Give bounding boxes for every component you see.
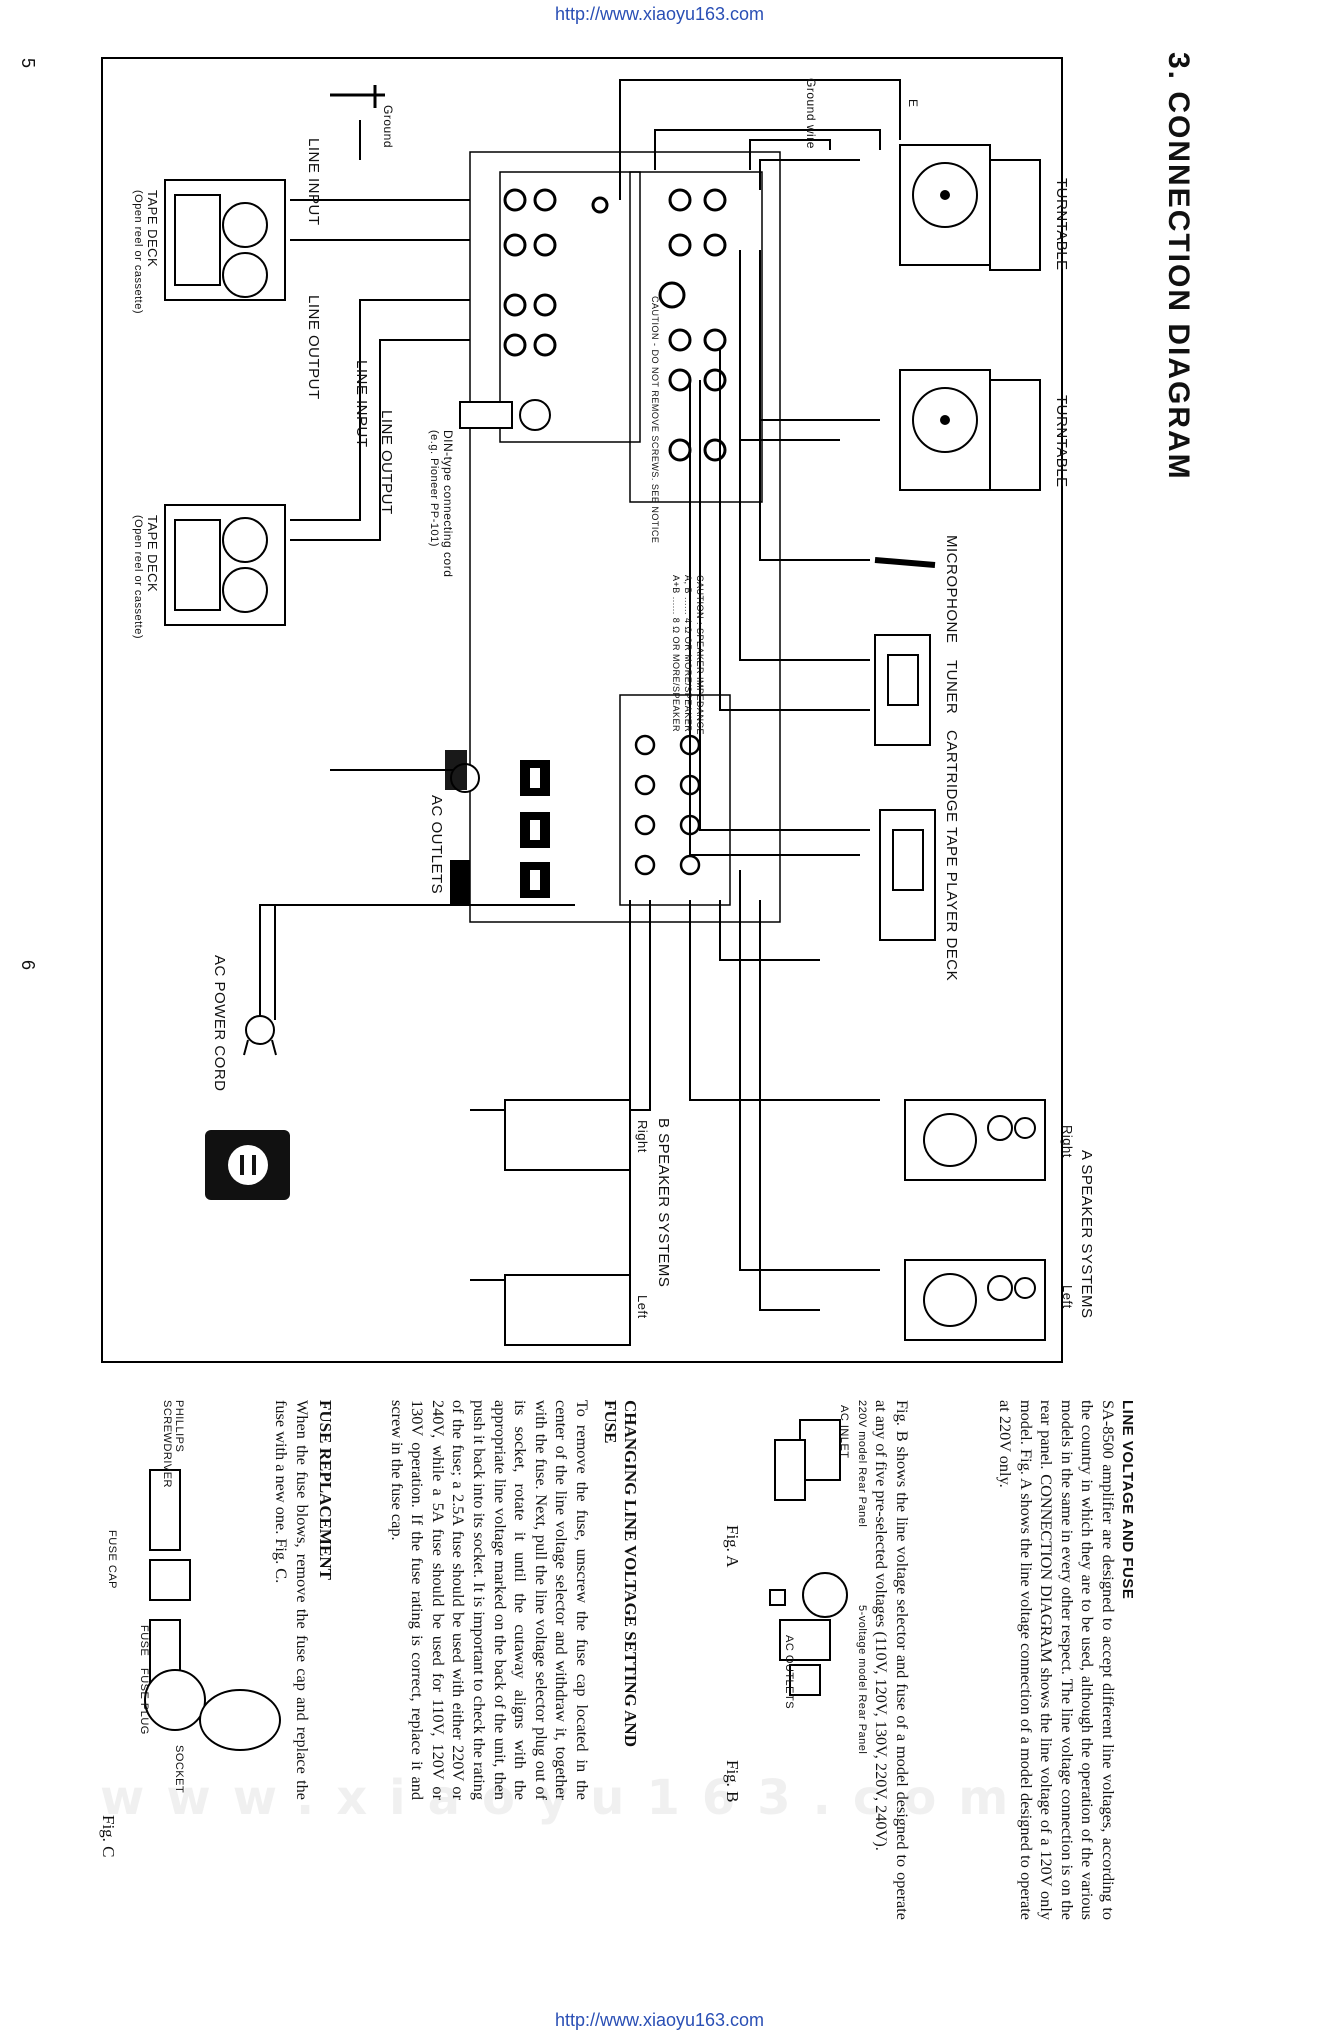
- fig-c-label: Fig. C: [99, 1815, 118, 1858]
- a-right-label: Right: [1060, 1125, 1075, 1158]
- tape-deck-2-label: TAPE DECK: [145, 515, 160, 593]
- socket-label: SOCKET: [173, 1745, 185, 1794]
- caution-label: CAUTION - DO NOT REMOVE SCREWS. SEE NOTI…: [650, 296, 660, 544]
- ac-outlets-label: AC OUTLETS: [428, 795, 445, 895]
- fig-a-label: Fig. A: [723, 1525, 742, 1568]
- turntable-2-label: TURNTABLE: [1053, 395, 1070, 488]
- fuse-replacement-body: When the fuse blows, remove the fuse cap…: [272, 1400, 312, 1800]
- wall-outlet-icon: [205, 1130, 290, 1200]
- ac-power-cord-label: AC POWER CORD: [211, 955, 228, 1092]
- fuse-plug-label: FUSE PLUG: [138, 1668, 150, 1735]
- tuner-label: TUNER: [943, 660, 960, 715]
- line-voltage-body-2: Fig. B shows the line voltage selector a…: [872, 1400, 912, 1920]
- line-voltage-heading: LINE VOLTAGE AND FUSE: [1119, 1400, 1136, 1600]
- watermark-text: www.xiaoyu163.com: [100, 1770, 1031, 1826]
- line-input-1-label: LINE INPUT: [305, 138, 322, 226]
- ground-label: Ground: [381, 105, 395, 149]
- tape-deck-1-sub: (Open reel or cassette): [132, 190, 144, 314]
- plug-prongs: [445, 750, 470, 905]
- ground-post: [330, 85, 385, 108]
- connection-wires: [259, 79, 901, 1311]
- speaker-caution-ab: A+B ...... 8 Ω OR MORE/SPEAKER: [671, 575, 681, 733]
- speaker-caution: CAUTION : SPEAKER IMPEDANCE: [695, 575, 705, 736]
- footer-url[interactable]: http://www.xiaoyu163.com: [554, 2010, 765, 2030]
- microphone-label: MICROPHONE: [943, 535, 960, 644]
- b-right-label: Right: [635, 1120, 650, 1153]
- fig-b-ac-outlets: AC OUTLETS: [783, 1635, 795, 1710]
- tape-deck-2: [164, 504, 286, 626]
- din-cord-sub: (e.g. Pioneer PP-101): [428, 430, 440, 547]
- microphone-icon: [874, 557, 936, 568]
- tape-deck-1: [164, 179, 286, 301]
- amplifier-rear-panel: [469, 151, 781, 923]
- turntable-2: [899, 369, 1041, 491]
- line-output-1-label: LINE OUTPUT: [305, 295, 322, 400]
- speaker-caution-a: A, B ...... 4 Ω OR MORE/SPEAKER: [683, 575, 693, 733]
- fig-c-drawing: [144, 1469, 281, 1751]
- fuse-label: FUSE: [138, 1625, 150, 1657]
- fig-a-caption: 220V model Rear Panel: [856, 1400, 868, 1528]
- a-left-label: Left: [1060, 1285, 1075, 1309]
- turntable-1: [899, 144, 1041, 271]
- input-jacks: [503, 188, 727, 462]
- tape-deck-2-sub: (Open reel or cassette): [132, 515, 144, 639]
- header-url[interactable]: http://www.xiaoyu163.com: [554, 4, 765, 24]
- line-voltage-body: SA-8500 amplifier are designed to accept…: [996, 1400, 1118, 1920]
- b-speakers-label: B SPEAKER SYSTEMS: [655, 1118, 672, 1288]
- changing-heading: CHANGING LINE VOLTAGE SETTING AND FUSE: [601, 1400, 640, 1747]
- fig-a-ac-inlet: AC INLET: [838, 1405, 850, 1459]
- cartridge-label: CARTRIDGE TAPE PLAYER DECK: [943, 730, 960, 982]
- fig-a-drawing: [774, 1419, 841, 1501]
- din-connector: [459, 399, 551, 431]
- turntable-1-label: TURNTABLE: [1053, 178, 1070, 271]
- speaker-a-right: [904, 1099, 1046, 1181]
- tuner-unit: [874, 634, 931, 746]
- fig-b-label: Fig. B: [723, 1760, 742, 1803]
- changing-body: To remove the fuse, unscrew the fuse cap…: [387, 1400, 592, 1800]
- screwdriver-label: PHILLIPS SCREWDRIVER: [161, 1400, 185, 1489]
- speaker-b-left: [504, 1274, 631, 1346]
- fig-b-caption: 5-voltage model Rear Panel: [856, 1605, 868, 1755]
- b-left-label: Left: [635, 1295, 650, 1319]
- tape-deck-1-label: TAPE DECK: [145, 190, 160, 268]
- fuse-cap-label: FUSE CAP: [106, 1530, 118, 1590]
- speaker-a-left: [904, 1259, 1046, 1341]
- fuse-replacement-heading: FUSE REPLACEMENT: [316, 1400, 335, 1580]
- cartridge-deck-unit: [879, 809, 936, 941]
- ground-wire-label: Ground wire: [804, 78, 818, 149]
- line-output-2-label: LINE OUTPUT: [378, 410, 395, 515]
- ground-e-label: E: [906, 99, 920, 108]
- line-input-2-label: LINE INPUT: [353, 360, 370, 448]
- fig-b-drawing: [769, 1572, 848, 1696]
- speaker-b-right: [504, 1099, 631, 1171]
- din-cord-label: DIN-type connecting cord: [441, 430, 455, 578]
- ac-plug: [243, 1015, 277, 1056]
- a-speakers-label: A SPEAKER SYSTEMS: [1078, 1150, 1095, 1319]
